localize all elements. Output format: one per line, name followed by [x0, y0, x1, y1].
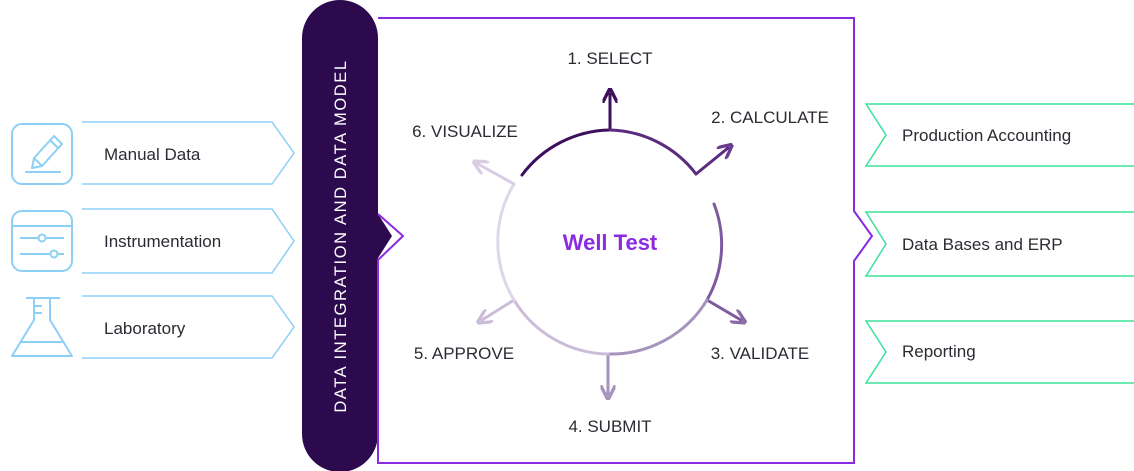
input-icon-box [11, 210, 73, 272]
arrow-calculate [694, 148, 728, 176]
center-label: Well Test [563, 230, 658, 255]
step-visualize-label: 6. VISUALIZE [412, 122, 518, 141]
output-label: Data Bases and ERP [902, 235, 1063, 254]
cycle-arc-validate [705, 202, 724, 302]
slider-panel-icon [12, 225, 72, 259]
input-laboratory: Laboratory [11, 295, 295, 359]
step-calculate-label: 2. CALCULATE [711, 108, 829, 127]
input-icon-box [11, 123, 73, 185]
step-select-label: 1. SELECT [567, 49, 652, 68]
well-test-frame [377, 17, 874, 464]
input-manual-data: Manual Data [11, 121, 295, 185]
step-submit-label: 4. SUBMIT [568, 417, 651, 436]
cycle-arc-submit [606, 298, 709, 356]
input-chevron-shape [82, 121, 295, 185]
input-instrumentation: Instrumentation [11, 208, 295, 274]
arrow-validate [705, 298, 741, 320]
input-chevron-shape [82, 208, 295, 274]
output-reporting: Reporting [864, 320, 1134, 384]
band-shape [302, 0, 392, 471]
output-chevron-shape [864, 103, 1134, 167]
step-approve-label: 5. APPROVE [414, 344, 514, 363]
output-chevron-shape [864, 320, 1134, 384]
process-cycle [478, 94, 741, 394]
output-production-accounting: Production Accounting [864, 103, 1134, 167]
cycle-arc-calculate [608, 128, 698, 176]
input-label: Laboratory [104, 319, 186, 338]
output-label: Production Accounting [902, 126, 1071, 145]
pencil-icon [25, 135, 63, 173]
input-chevron-shape [82, 295, 295, 359]
cycle-arc-visualize [496, 182, 516, 302]
arrow-visualize [478, 164, 516, 186]
input-label: Instrumentation [104, 232, 221, 251]
cycle-arc-approve [512, 298, 610, 356]
step-validate-label: 3. VALIDATE [711, 344, 810, 363]
cycle-arc-select [520, 128, 612, 177]
input-label: Manual Data [104, 145, 201, 164]
output-data-bases-erp: Data Bases and ERP [864, 211, 1134, 277]
output-label: Reporting [902, 342, 976, 361]
output-chevron-shape [864, 211, 1134, 277]
integration-band: DATA INTEGRATION AND DATA MODEL [302, 0, 392, 471]
flask-icon [11, 297, 73, 357]
arrow-approve [482, 298, 516, 320]
band-label: DATA INTEGRATION AND DATA MODEL [332, 59, 350, 412]
